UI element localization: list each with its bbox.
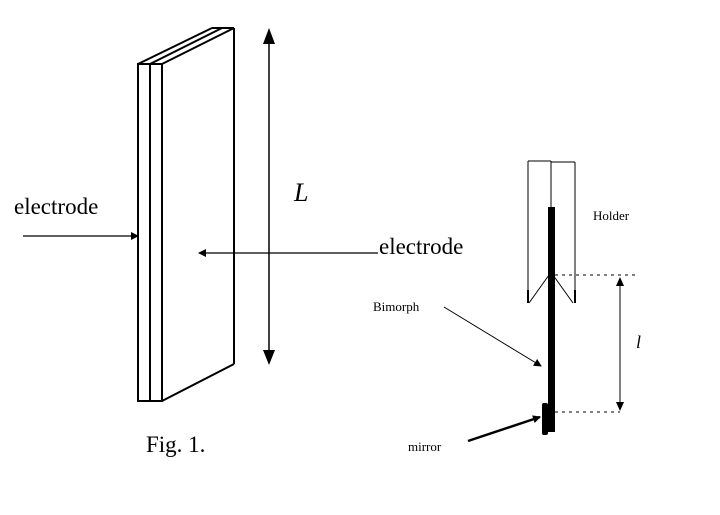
- electrode-right-label: electrode: [379, 234, 463, 259]
- plate-top-edge-1: [137, 27, 213, 65]
- electrode-left-label: electrode: [14, 194, 98, 219]
- holder: [527, 160, 576, 304]
- mirror-pointer-arrow: [467, 415, 541, 443]
- mirror-label: mirror: [408, 439, 442, 454]
- length-l-arrowhead-bottom: [616, 402, 624, 411]
- bimorph-strip: [548, 207, 555, 432]
- length-l-label: l: [636, 332, 641, 352]
- plate-layer-middle: [149, 63, 163, 402]
- length-l-arrowhead-top: [616, 277, 624, 286]
- plate-bottom-edge: [161, 363, 235, 402]
- holder-label: Holder: [593, 208, 630, 223]
- plate-top-edge-3: [161, 27, 235, 65]
- bimorph-plate: [137, 27, 235, 402]
- figure-caption: Fig. 1.: [146, 432, 205, 457]
- bimorph-pointer-arrow: [443, 306, 542, 367]
- mirror: [542, 403, 548, 435]
- plate-layer-front: [137, 63, 151, 402]
- length-L-label: L: [293, 178, 308, 207]
- length-L-arrowhead-bottom: [263, 350, 275, 365]
- plate-top-edge-2: [149, 27, 223, 65]
- bimorph-label: Bimorph: [373, 299, 420, 314]
- length-L-arrowhead-top: [263, 28, 275, 44]
